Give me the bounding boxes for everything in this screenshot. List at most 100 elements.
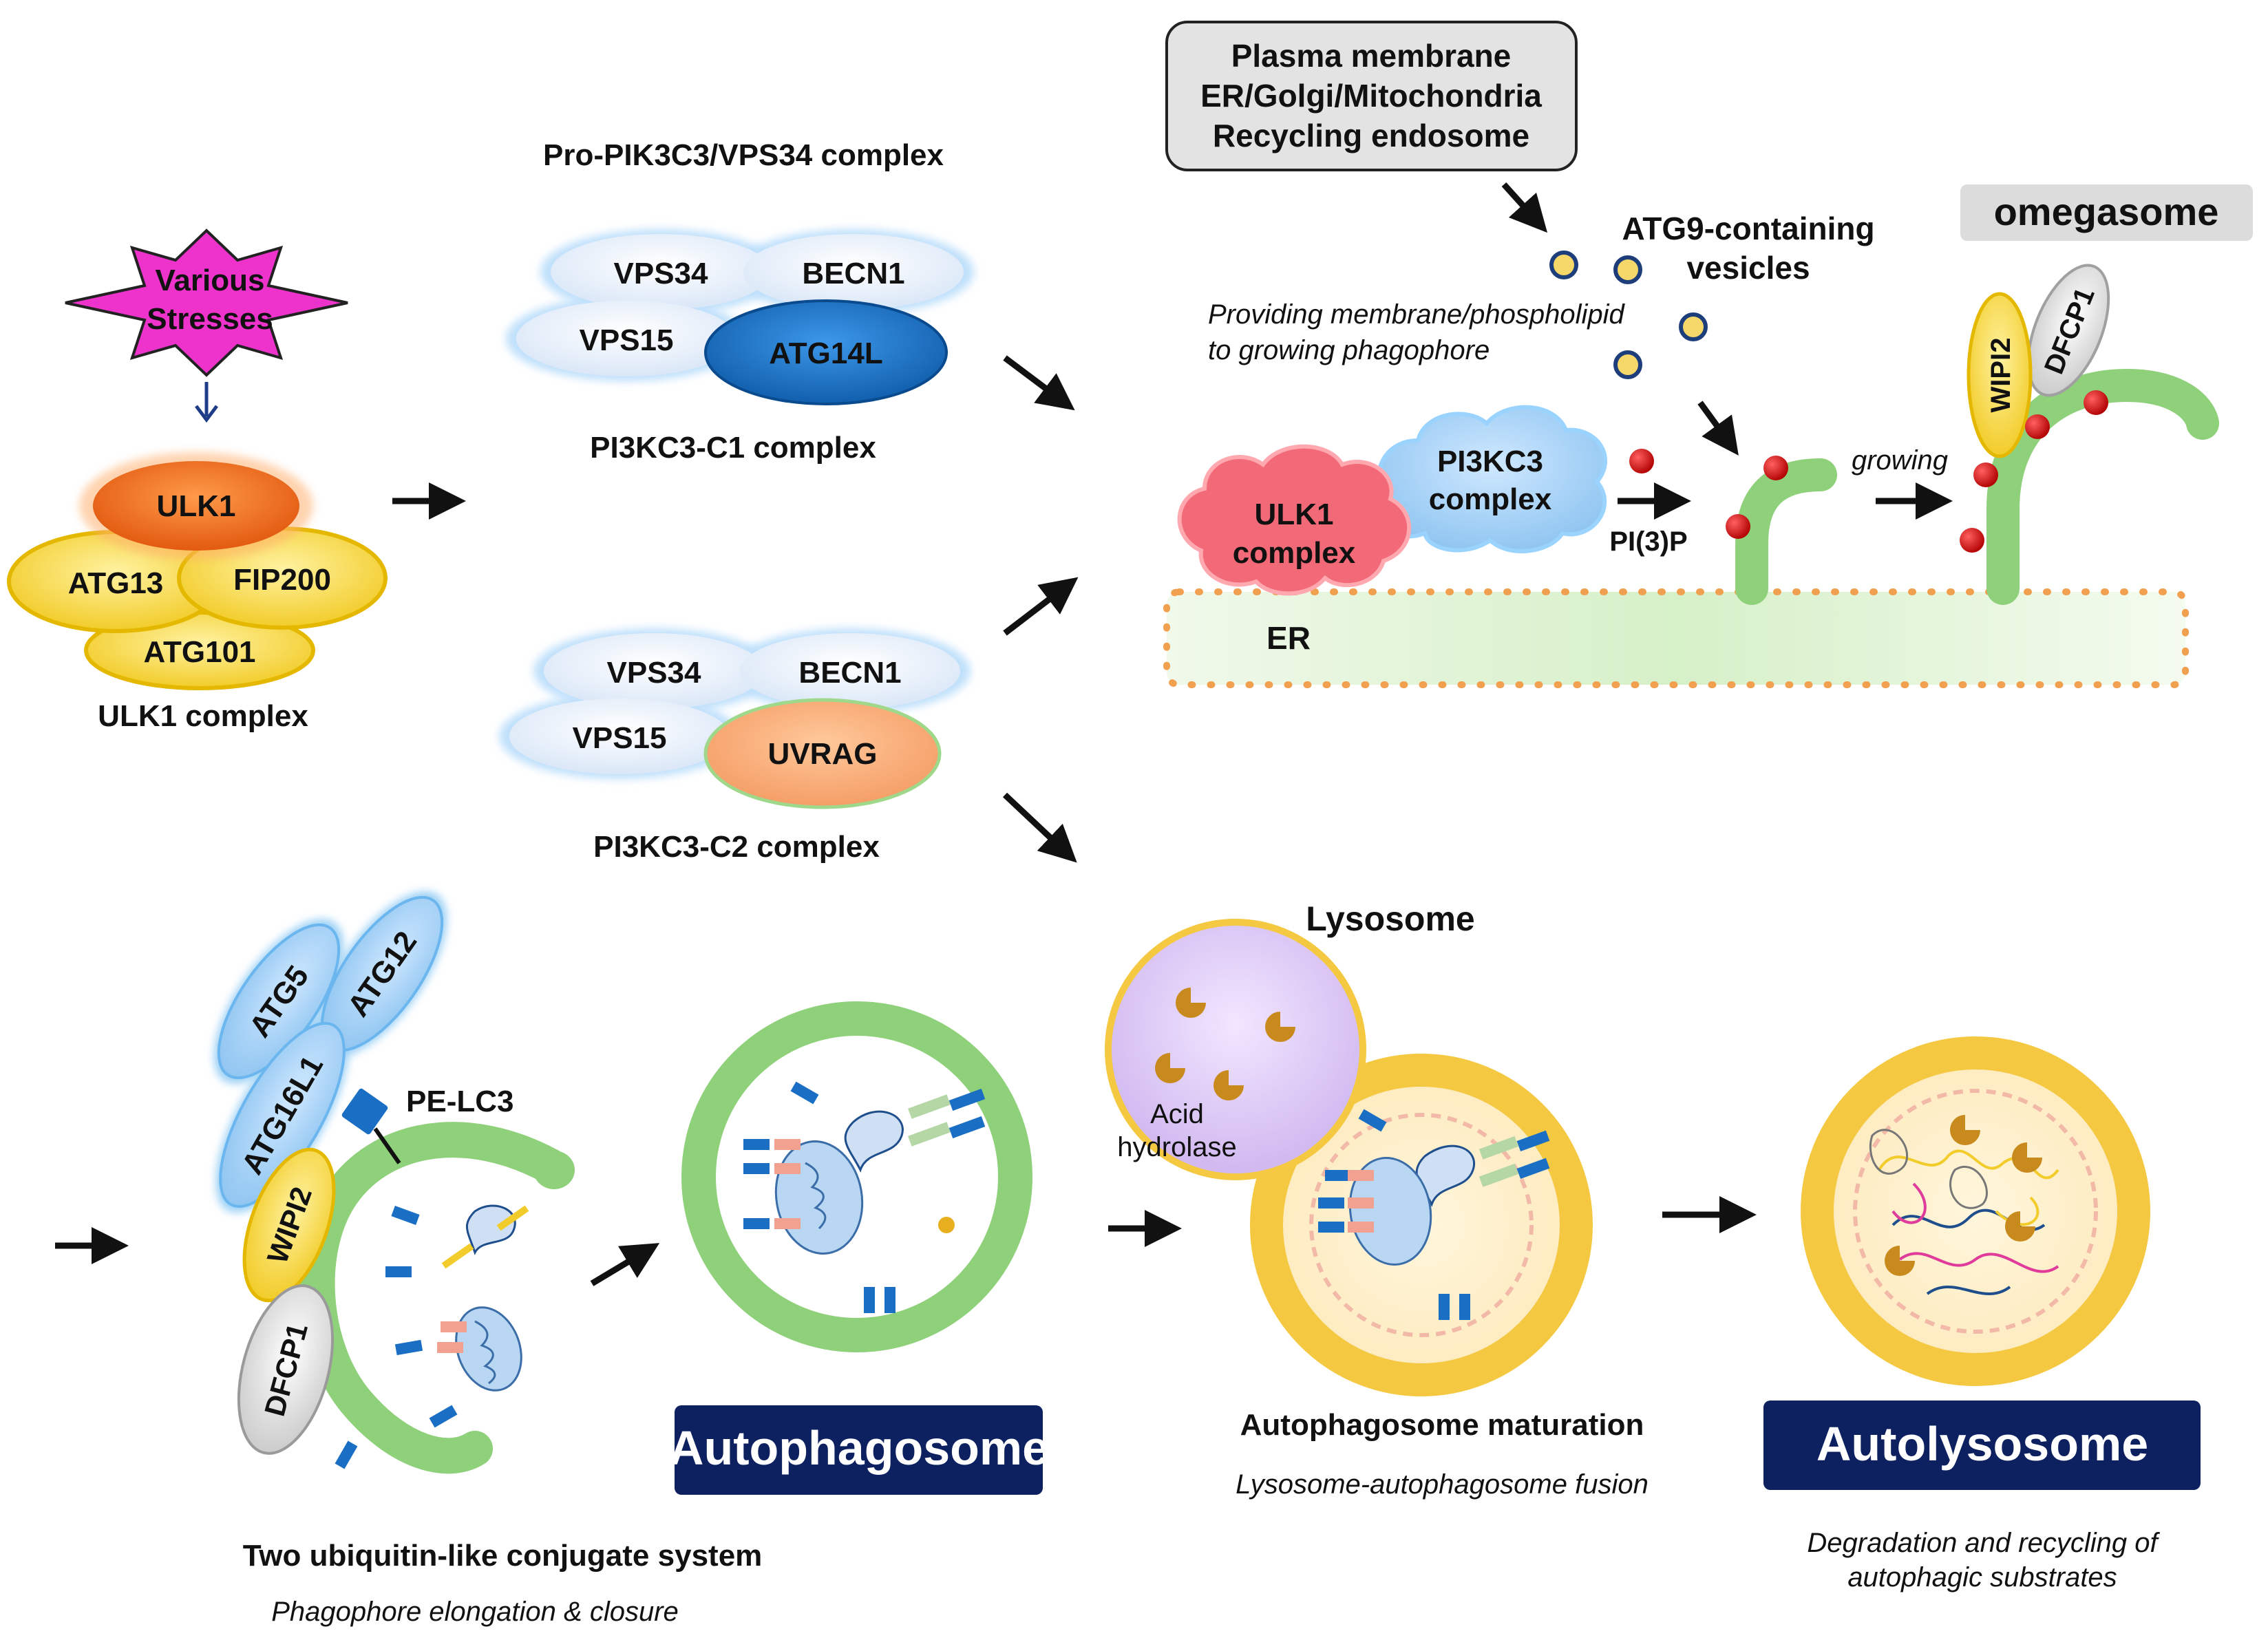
ulk1-complex-caption: ULK1 complex [98, 699, 308, 733]
atg16l1-oval [219, 1022, 346, 1208]
atg9-vesicles [1549, 251, 1708, 379]
autophagosome [681, 1001, 1032, 1352]
sources-line3: Recycling endosome [1213, 118, 1529, 153]
arrow-c1-to-er [1003, 355, 1075, 411]
ulk1-complex-group: ULK1 ATG13 FIP200 ATG101 ULK1 complex [7, 452, 388, 733]
c1-vps15-label: VPS15 [580, 323, 674, 357]
pi3p-label: PI(3)P [1609, 526, 1687, 557]
c2-becn1-oval [740, 633, 960, 709]
autophagosome-label-box: Autophagosome [669, 1405, 1049, 1495]
wipi2-oval [242, 1147, 336, 1303]
omegasome-dfcp1 [2026, 264, 2110, 397]
atg9-line2: vesicles [1686, 250, 1810, 286]
acid-hydrolase-icons [1155, 988, 1295, 1100]
atg101-label: ATG101 [143, 635, 255, 669]
conjugation-system: ATG5 ATG12 ATG16L1 WIPI2 DFCP1 PE-LC3 [213, 891, 763, 1627]
ulk1-label: ULK1 [157, 489, 236, 523]
c2-uvrag-label: UVRAG [768, 737, 878, 771]
lc3-markers [335, 1205, 458, 1469]
ulk1-complex-cloud: ULK1 complex [1177, 444, 1412, 596]
omegasome-box [1960, 184, 2253, 241]
acid-hydrolase-line2: hydrolase [1117, 1132, 1236, 1162]
atg5-oval [217, 923, 341, 1080]
pi3kc3-c1-complex: Pro-PIK3C3/VPS34 complex VPS34 BECN1 VPS… [506, 138, 974, 465]
autolysosome-sub-line2: autophagic substrates [1847, 1562, 2117, 1593]
arrow-to-autophagosome [590, 1243, 660, 1286]
autolysosome-sub-line1: Degradation and recycling of [1807, 1528, 2160, 1558]
c2-uvrag-oval [703, 698, 942, 809]
maturation-caption: Autophagosome maturation [1240, 1408, 1644, 1442]
pi3kc3-complex-cloud: PI3KC3 complex [1376, 405, 1607, 553]
pi3p-dot [1629, 449, 1654, 473]
arrow-sources-to-vesicles [1501, 182, 1548, 233]
down-arrow [195, 382, 218, 423]
pe-lc3-label: PE-LC3 [406, 1085, 513, 1118]
atg13-label: ATG13 [68, 566, 164, 600]
c1-atg14l-oval [704, 299, 948, 405]
growing-label: growing [1852, 445, 1948, 476]
omegasome-wipi2-label: WIPI2 [1986, 338, 2016, 413]
arrow-vesicles-to-phagophore [1697, 401, 1739, 456]
c1-caption: PI3KC3-C1 complex [590, 431, 876, 465]
c2-vps34-label: VPS34 [607, 656, 702, 690]
autolysosome-hydrolase-icons [1885, 1115, 2042, 1276]
pe-lc3-icon [341, 1088, 401, 1164]
small-phagophore [1735, 458, 1837, 605]
omegasome-wipi2 [1967, 292, 2033, 458]
autolysosome [1801, 1036, 2150, 1386]
sources-line1: Plasma membrane [1231, 38, 1512, 74]
stress-line1: Various [156, 264, 265, 297]
fip200-label: FIP200 [233, 563, 331, 597]
membrane-note-line1: Providing membrane/phospholipid [1208, 299, 1626, 330]
cargo-mitochondrion [437, 1306, 522, 1392]
c1-becn1-label: BECN1 [802, 257, 904, 290]
er-panel: ER PI3KC3 complex ULK1 complex PI(3)P gr… [1163, 184, 2253, 688]
maturation-vesicle [1250, 1054, 1593, 1396]
c2-vps15-oval [509, 699, 730, 774]
c1-header: Pro-PIK3C3/VPS34 complex [543, 138, 944, 172]
stress-line2: Stresses [147, 302, 273, 336]
c2-vps15-label: VPS15 [573, 721, 667, 755]
membrane-note-line2: to growing phagophore [1208, 335, 1490, 365]
er-membrane [1163, 588, 2189, 688]
ulk1-oval [93, 461, 299, 551]
autophagosome-lc3-markers [743, 1081, 895, 1313]
autophagosome-label: Autophagosome [669, 1421, 1049, 1475]
membrane-sources-box: Plasma membrane ER/Golgi/Mitochondria Re… [1165, 21, 1578, 171]
dfcp1-oval [237, 1284, 335, 1455]
sources-line2: ER/Golgi/Mitochondria [1200, 78, 1542, 114]
c2-vps34-oval [544, 633, 764, 709]
cargo-protein [441, 1204, 529, 1269]
ulk1-cloud-line1: ULK1 [1255, 498, 1334, 531]
c1-becn1-oval [743, 234, 964, 310]
omegasome-label: omegasome [1994, 190, 2219, 233]
maturation-subcaption: Lysosome-autophagosome fusion [1236, 1469, 1649, 1500]
autolysosome-label: Autolysosome [1816, 1417, 2148, 1471]
c1-vps15-oval [516, 301, 736, 376]
c2-becn1-label: BECN1 [798, 656, 901, 690]
autophagosome-mitochondrion [774, 1139, 864, 1255]
conjugation-subcaption: Phagophore elongation & closure [271, 1597, 679, 1627]
c1-vps34-label: VPS34 [614, 257, 709, 290]
conjugation-caption: Two ubiquitin-like conjugate system [243, 1539, 763, 1573]
pi3kc3-c2-complex: VPS34 BECN1 VPS15 UVRAG PI3KC3-C2 comple… [499, 628, 971, 864]
autophagosome-cargo-protein [844, 1088, 986, 1173]
c1-atg14l-label: ATG14L [769, 337, 882, 370]
autolysosome-label-box: Autolysosome [1763, 1401, 2201, 1490]
ulk1-cloud-line2: complex [1233, 536, 1356, 570]
pi3kc3-line2: complex [1429, 482, 1552, 516]
c2-caption: PI3KC3-C2 complex [593, 830, 880, 864]
lysosome: Lysosome Acid hydrolase [1105, 899, 1475, 1180]
acid-hydrolase-line1: Acid [1150, 1099, 1204, 1129]
arrow-c2-to-lysosome [1002, 792, 1077, 863]
lysosome-title: Lysosome [1306, 899, 1474, 938]
large-phagophore [1986, 368, 2219, 605]
c1-vps34-oval [551, 234, 771, 310]
phagophore-arc [299, 1122, 569, 1474]
maturation-cargo [1318, 1109, 1550, 1320]
arrow-c2-to-er [1003, 577, 1079, 636]
er-label: ER [1267, 620, 1311, 656]
various-stresses-star: Various Stresses [65, 228, 348, 377]
pi3kc3-line1: PI3KC3 [1437, 445, 1543, 478]
